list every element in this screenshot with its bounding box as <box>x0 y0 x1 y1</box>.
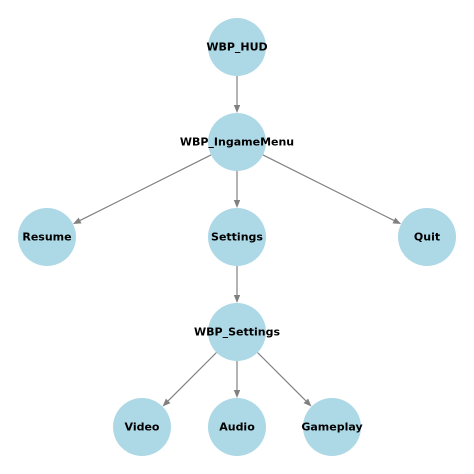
arrowhead-icon <box>233 390 241 398</box>
edge-ingame-to-settings <box>233 171 241 208</box>
edge-wbp_settings-to-video <box>162 352 217 407</box>
node-circle <box>18 208 76 266</box>
edge-ingame-to-resume <box>72 154 212 225</box>
node-gameplay: Gameplay <box>301 398 363 456</box>
edge-wbp_settings-to-gameplay <box>257 352 312 407</box>
node-label: Settings <box>211 231 263 244</box>
edge-hud-to-ingame <box>233 76 241 113</box>
node-circle <box>303 398 361 456</box>
arrowhead-icon <box>162 398 171 407</box>
node-resume: Resume <box>18 208 76 266</box>
node-circle <box>208 303 266 361</box>
node-circle <box>398 208 456 266</box>
arrowhead-icon <box>303 398 312 407</box>
node-circle <box>208 113 266 171</box>
node-audio: Audio <box>208 398 266 456</box>
arrowhead-icon <box>233 295 241 303</box>
node-ingame: WBP_IngameMenu <box>180 113 294 171</box>
node-circle <box>208 208 266 266</box>
node-video: Video <box>113 398 171 456</box>
node-label: Quit <box>414 231 440 244</box>
node-circle <box>113 398 171 456</box>
edge-line <box>79 154 212 221</box>
node-hud: WBP_HUD <box>206 18 268 76</box>
edge-ingame-to-quit <box>262 154 402 225</box>
node-settings: Settings <box>208 208 266 266</box>
edge-line <box>262 154 395 221</box>
edge-line <box>167 352 217 402</box>
edge-settings-to-wbp_settings <box>233 266 241 303</box>
node-circle <box>208 18 266 76</box>
edge-line <box>257 352 307 402</box>
node-label: WBP_HUD <box>206 41 267 54</box>
node-label: Audio <box>219 421 255 434</box>
node-label: Video <box>125 421 160 434</box>
node-label: WBP_Settings <box>194 326 280 339</box>
node-label: Gameplay <box>301 421 362 434</box>
edge-wbp_settings-to-audio <box>233 361 241 398</box>
arrowhead-icon <box>72 217 82 225</box>
node-wbp_settings: WBP_Settings <box>194 303 280 361</box>
edges-layer <box>72 76 402 407</box>
node-label: Resume <box>22 231 71 244</box>
arrowhead-icon <box>392 217 402 225</box>
node-circle <box>208 398 266 456</box>
arrowhead-icon <box>233 105 241 113</box>
node-quit: Quit <box>398 208 456 266</box>
node-label: WBP_IngameMenu <box>180 136 294 149</box>
arrowhead-icon <box>233 200 241 208</box>
